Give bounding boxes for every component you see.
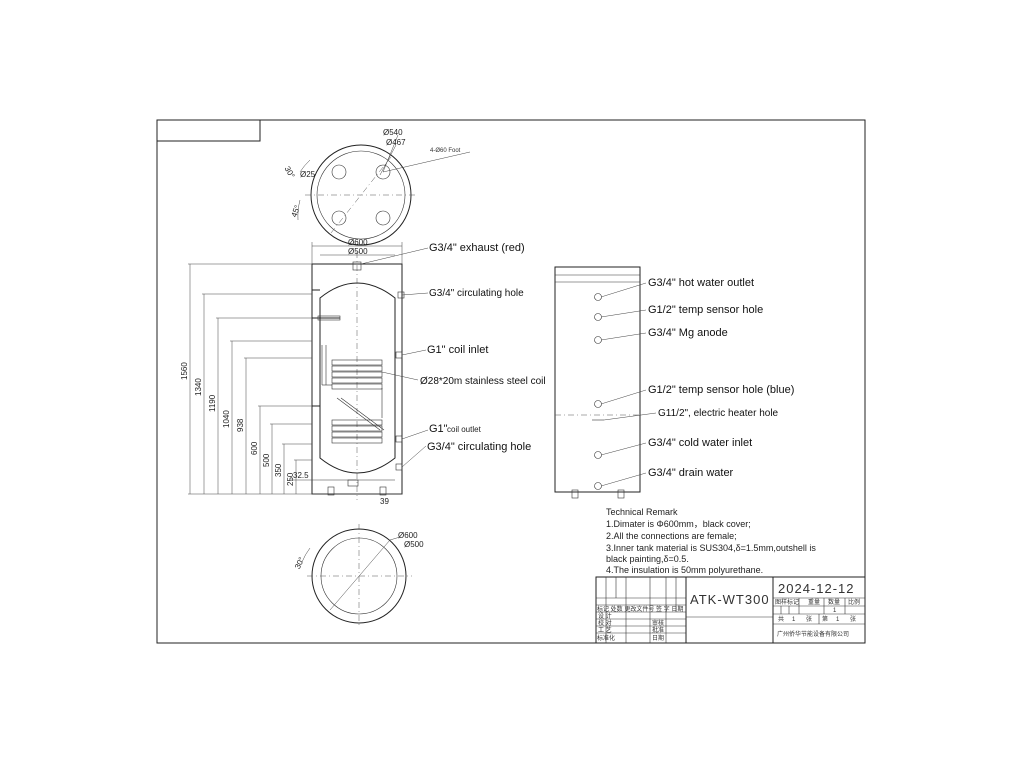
height-39: 39 [380, 497, 389, 506]
height-250: 250 [286, 472, 295, 486]
title-block: 标记 处数 更改文件号 签 字 日期 设 计 校 对 工 艺 标准化 审核 批准… [595, 576, 866, 644]
tb-review: 审核 [652, 619, 664, 627]
technical-remarks: Technical Remark 1.Dimater is Φ600mm，bla… [606, 507, 816, 575]
side-view: G3/4" hot water outlet G1/2" temp sensor… [554, 266, 794, 499]
label-mg-anode: G3/4" Mg anode [648, 327, 728, 339]
top-a30: 30° [283, 165, 297, 180]
sec-d500: Ø500 [348, 247, 368, 256]
bottom-view: Ø600 Ø500 30° [293, 524, 424, 628]
label-coil: Ø28*20m stainless steel coil [420, 376, 546, 387]
tb-sheet-post: 张 [850, 615, 856, 623]
height-350: 350 [274, 463, 283, 477]
top-a45: 45° [290, 204, 303, 218]
label-heater: G11/2", electric heater hole [658, 408, 779, 419]
remark-1: 1.Dimater is Φ600mm，black cover; [606, 519, 751, 529]
tb-hdr4: 比例 [848, 598, 860, 606]
label-hot-outlet: G3/4" hot water outlet [648, 277, 754, 289]
tb-sheets-num: 1 [792, 617, 796, 623]
remark-3b: black painting,δ=0.5. [606, 554, 689, 564]
bottom-d600: Ø600 [398, 531, 418, 540]
drawing-frame [156, 119, 866, 644]
tb-sheets-post: 张 [806, 615, 812, 623]
remark-3a: 3.Inner tank material is SUS304,δ=1.5mm,… [606, 543, 816, 553]
bottom-d500: Ø500 [404, 540, 424, 549]
tb-date-label: 日期 [652, 634, 664, 642]
remark-4: 4.The insulation is 50mm polyurethane. [606, 565, 763, 575]
label-circ-top: G3/4" circulating hole [429, 288, 524, 299]
drawing-frame-corner-box [156, 119, 261, 142]
label-temp2: G1/2" temp sensor hole (blue) [648, 384, 794, 396]
tb-rev-row: 标记 处数 更改文件号 签 字 日期 [597, 605, 683, 613]
label-coil-outlet-g: G1" [429, 423, 448, 435]
top-foot: 4-Ø60 Foot [430, 148, 461, 154]
height-600: 600 [250, 441, 259, 455]
remark-2: 2.All the connections are female; [606, 531, 737, 541]
tb-check: 校 对 [598, 619, 612, 627]
tb-hdr2: 重量 [808, 598, 820, 606]
top-d467: Ø467 [386, 138, 406, 147]
tb-standard: 标准化 [597, 634, 615, 642]
height-1340: 1340 [194, 378, 203, 396]
tb-sheet-pre: 第 [822, 615, 828, 623]
height-1040: 1040 [222, 410, 231, 428]
height-500: 500 [262, 453, 271, 467]
tb-design: 设 计 [598, 612, 612, 620]
top-d540: Ø540 [383, 128, 403, 137]
height-938: 938 [236, 418, 245, 432]
label-temp1: G1/2" temp sensor hole [648, 304, 763, 316]
tb-qty: 1 [833, 608, 837, 614]
label-coil-inlet: G1" coil inlet [427, 344, 488, 356]
label-circ-bottom: G3/4" circulating hole [427, 441, 531, 453]
height-1560: 1560 [180, 362, 189, 380]
tb-sheets-pre: 共 [778, 615, 784, 623]
tb-process: 工 艺 [598, 626, 612, 634]
height-32-5: 32.5 [293, 471, 309, 480]
tb-hdr1: 图样标记 [775, 598, 799, 606]
label-exhaust: G3/4" exhaust (red) [429, 242, 525, 254]
tb-approve: 批准 [652, 626, 664, 634]
tb-date: 2024-12-12 [778, 581, 855, 596]
tb-hdr3: 数量 [828, 598, 840, 606]
label-cold-inlet: G3/4" cold water inlet [648, 437, 752, 449]
tb-sheet-num: 1 [836, 617, 840, 623]
top-d25: Ø25 [300, 170, 316, 179]
label-coil-outlet-t: coil outlet [447, 425, 482, 434]
top-view: Ø540 Ø467 4-Ø60 Foot Ø25 30° 45° [283, 128, 471, 246]
label-drain: G3/4" drain water [648, 467, 734, 479]
bottom-a30: 30° [293, 556, 306, 571]
section-view: Ø600 Ø500 1560 1340 1190 1040 938 600 50… [180, 238, 546, 506]
tb-model: ATK-WT300 [690, 592, 770, 607]
remark-title: Technical Remark [606, 507, 678, 517]
sec-d600: Ø600 [348, 238, 368, 247]
tb-company: 广州侨华节能设备有限公司 [777, 630, 849, 638]
height-1190: 1190 [208, 394, 217, 412]
